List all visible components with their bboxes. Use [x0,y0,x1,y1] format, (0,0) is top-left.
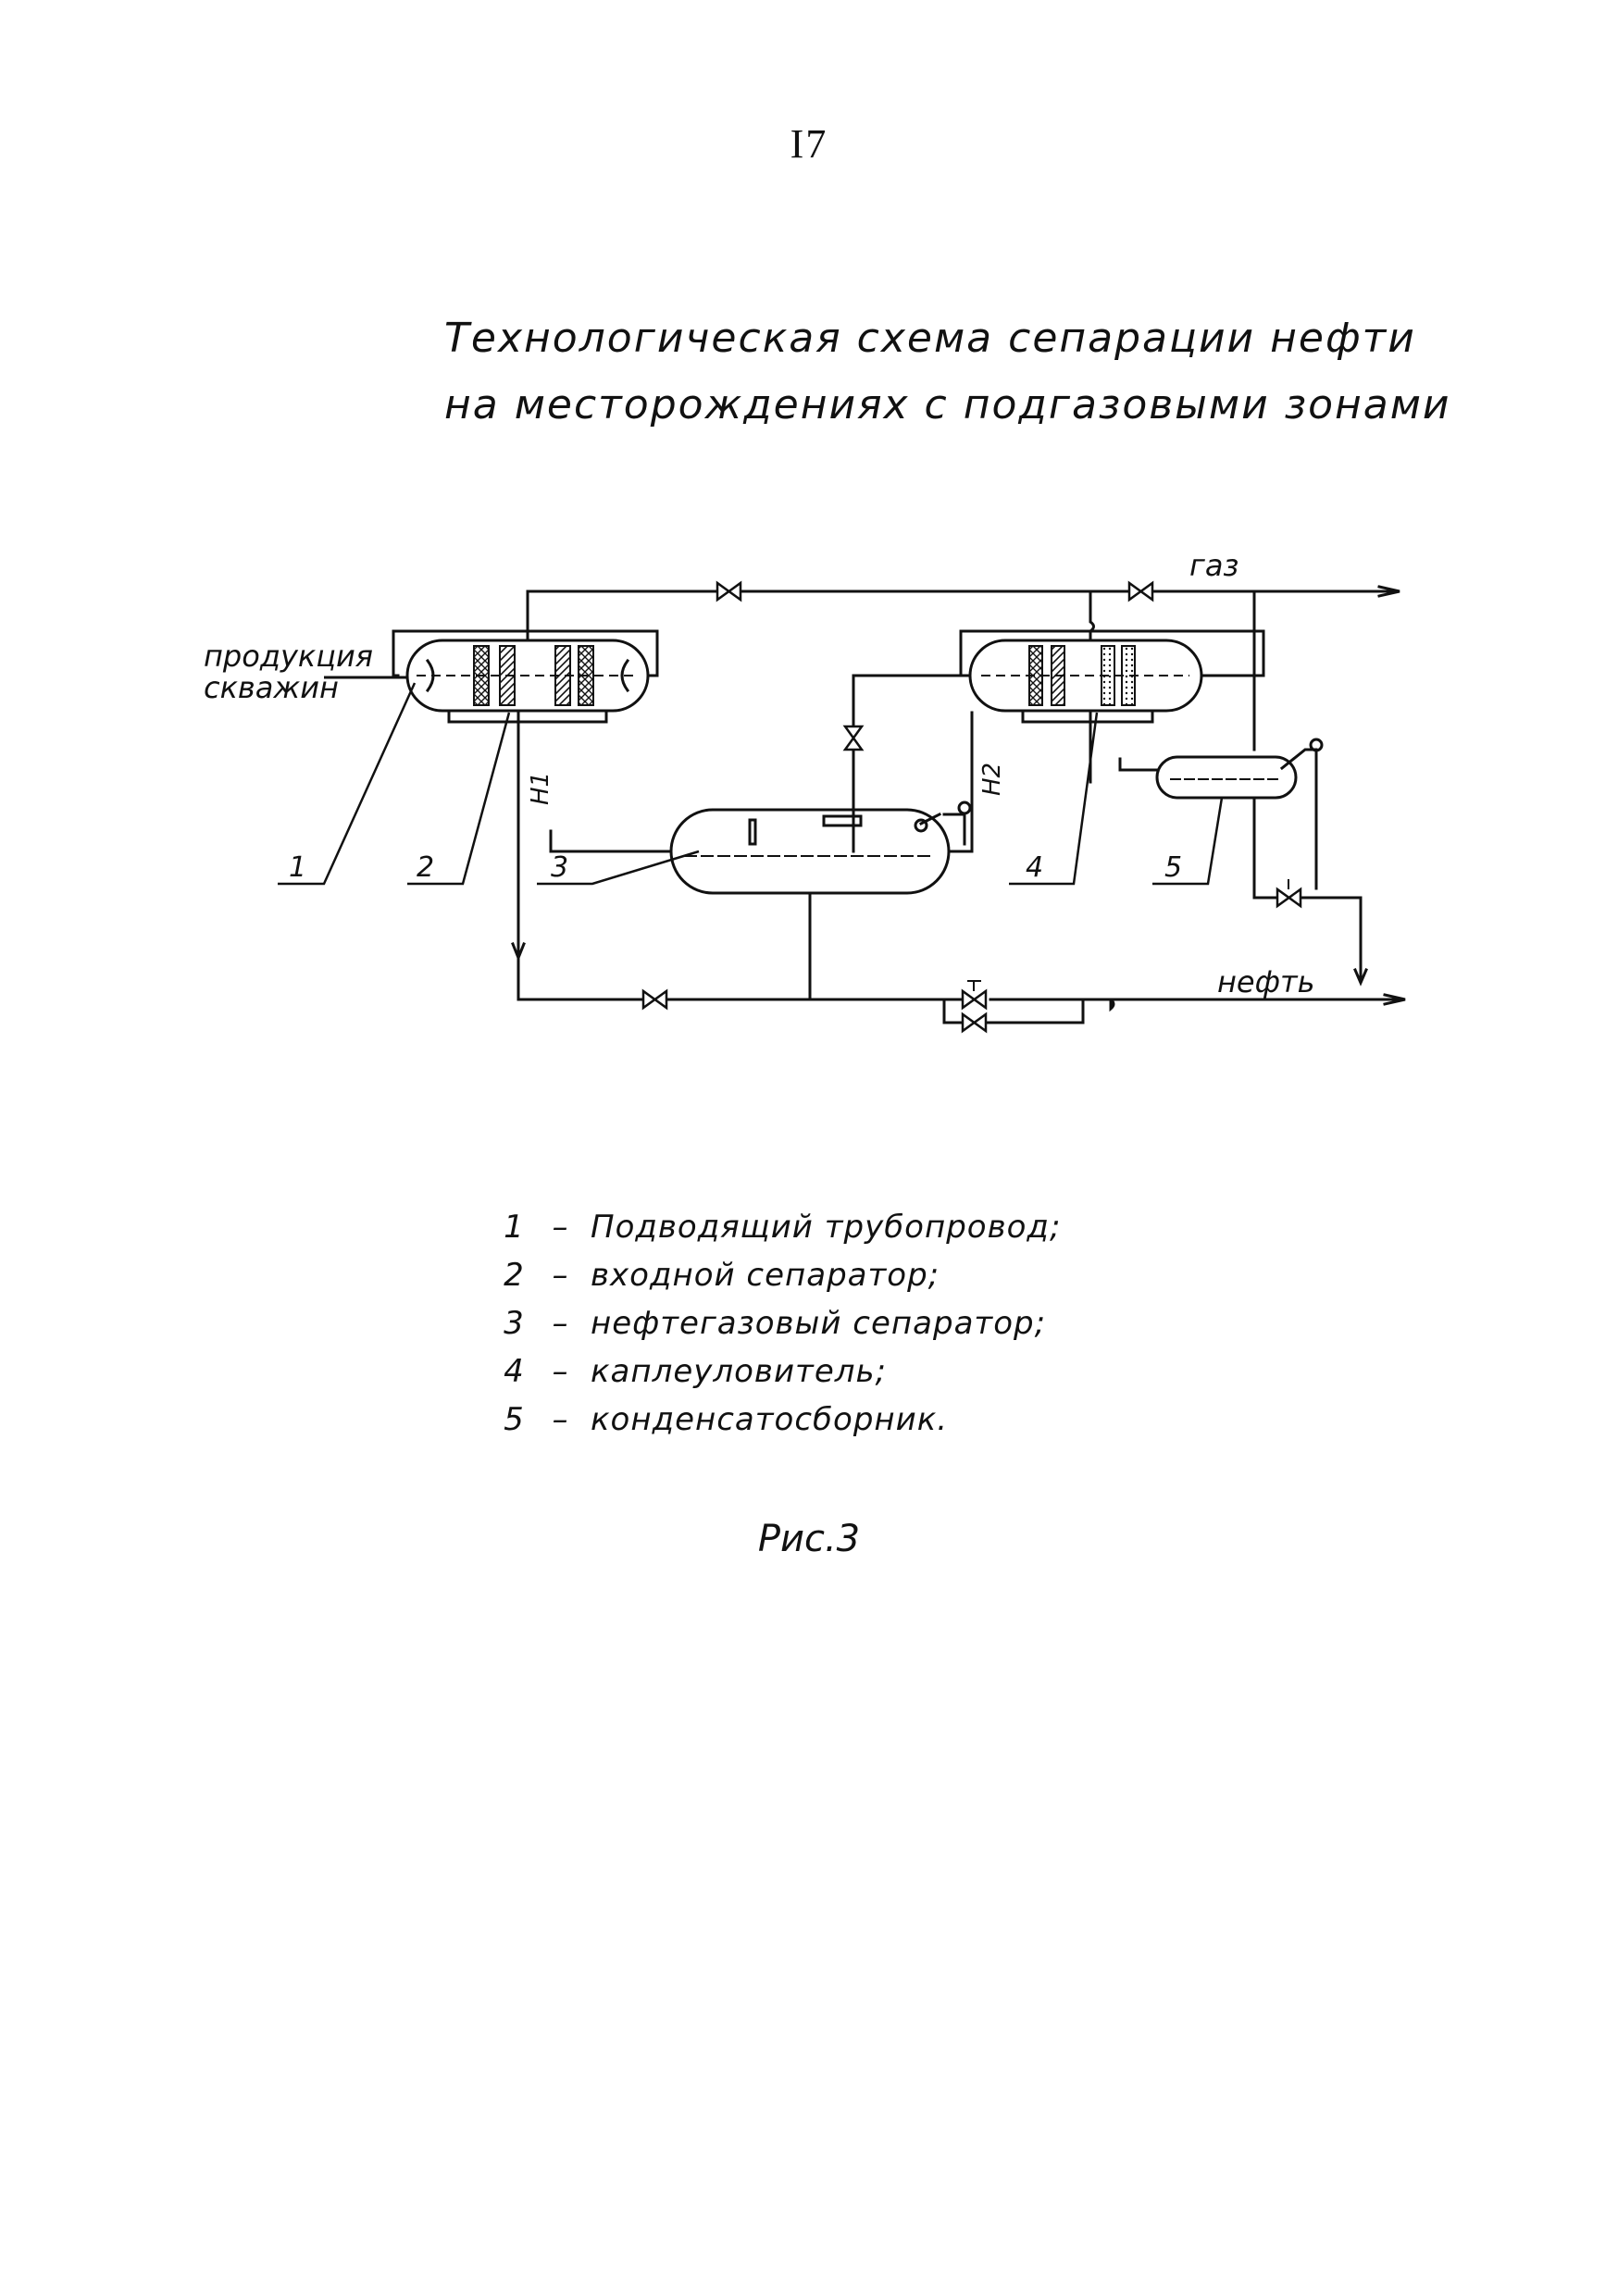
callout-4-leader [1009,712,1099,886]
separator-2-liquid-valve [641,988,668,1011]
legend-dash: – [552,1209,568,1246]
legend-number: 3 [504,1305,524,1342]
oil-control-valves [942,998,965,1024]
legend-text: входной сепаратор; [591,1257,940,1294]
level-controller-head [957,800,972,815]
oil-valve-actuator [967,980,981,991]
legend-dash: – [552,1401,568,1438]
legend-item: 5–конденсатосборник. [491,1396,1324,1444]
oil-label: нефть [1217,964,1314,999]
gas-label: газ [1189,548,1238,583]
level-label-h2: H2 [978,763,1006,796]
title-line-1: Технологическая схема сепарации нефти [444,315,1416,362]
legend-item: 3–нефтегазовый сепаратор; [491,1299,1324,1347]
inlet-label-line-1: продукция [204,639,373,674]
gas-outlet-arrow [1377,585,1400,598]
condensate-drain [1252,796,1363,983]
legend-dash: – [552,1353,568,1390]
separator-3-right-link [947,711,974,853]
legend-number: 2 [504,1257,524,1294]
oil-outlet-arrow [1383,993,1406,1006]
separator-4-bottom-drain [1021,709,1154,724]
separator-2-inlet-deflector-right [620,658,630,693]
separator-2-liquid-down [517,709,752,1001]
separator-2-bypass [392,629,659,677]
callout-2-number: 2 [417,851,434,884]
separator-2-bottom-drain [447,709,608,724]
separator-3-vessel [669,808,951,895]
callout-2-leader [407,712,511,886]
legend-item: 4–каплеуловитель; [491,1347,1324,1396]
condensate-drain-valve [1276,887,1302,909]
separator-3-float-ball [914,818,928,833]
legend-text: Подводящий трубопровод; [591,1209,1062,1246]
separator-3-baffle [748,818,757,846]
oil-control-valve-2 [961,1011,988,1034]
callout-1-leader [278,682,417,886]
callout-1-number: 1 [289,851,306,884]
oil-control-valve-1 [961,988,988,1011]
condensate-float-head [1309,738,1324,752]
legend-number: 4 [504,1353,524,1390]
condensate-float [1279,748,1318,825]
separator-3-gas-valve [842,725,865,751]
legend-dash: – [552,1305,568,1342]
condensate-drain-arrow [1353,968,1368,987]
legend-number: 1 [504,1209,524,1246]
condensate-collector-vessel [1155,755,1298,800]
legend-number: 5 [504,1401,524,1438]
page-number: I7 [790,121,828,167]
figure-caption: Рис.3 [757,1518,861,1560]
legend-item: 1–Подводящий трубопровод; [491,1203,1324,1251]
legend-dash: – [552,1257,568,1294]
diagram-title: Технологическая схема сепарации нефти на… [444,305,1518,439]
callout-3-number: 3 [551,851,568,884]
h1-arrow-head [511,942,526,962]
condensate-inlet [1118,757,1159,772]
legend-item: 2–входной сепаратор; [491,1251,1324,1299]
legend-text: каплеуловитель; [591,1353,887,1390]
callout-3-leader [537,850,700,886]
legend-text: конденсатосборник. [591,1401,949,1438]
process-flow-diagram: продукция скважин газ нефть H1 H2 1 2 3 … [204,548,1406,1034]
callout-5-leader [1152,797,1224,886]
gas-header-valve [716,580,742,602]
gas-outlet-valve [1127,580,1154,602]
separator-3-internal-plate [822,814,863,827]
title-line-2: на месторождениях с подгазовыми зонами [444,381,1451,428]
oil-main-line [989,998,1400,1012]
separator-3-oil-outlet [808,891,946,1001]
callout-4-number: 4 [1026,851,1043,884]
level-label-h1: H1 [527,772,554,805]
inlet-label-line-2: скважин [204,670,339,705]
legend-text: нефтегазовый сепаратор; [591,1305,1047,1342]
callout-5-number: 5 [1164,851,1182,884]
legend: 1–Подводящий трубопровод; 2–входной сепа… [491,1203,1324,1444]
separator-3-valve-to-sep4 [852,674,972,770]
